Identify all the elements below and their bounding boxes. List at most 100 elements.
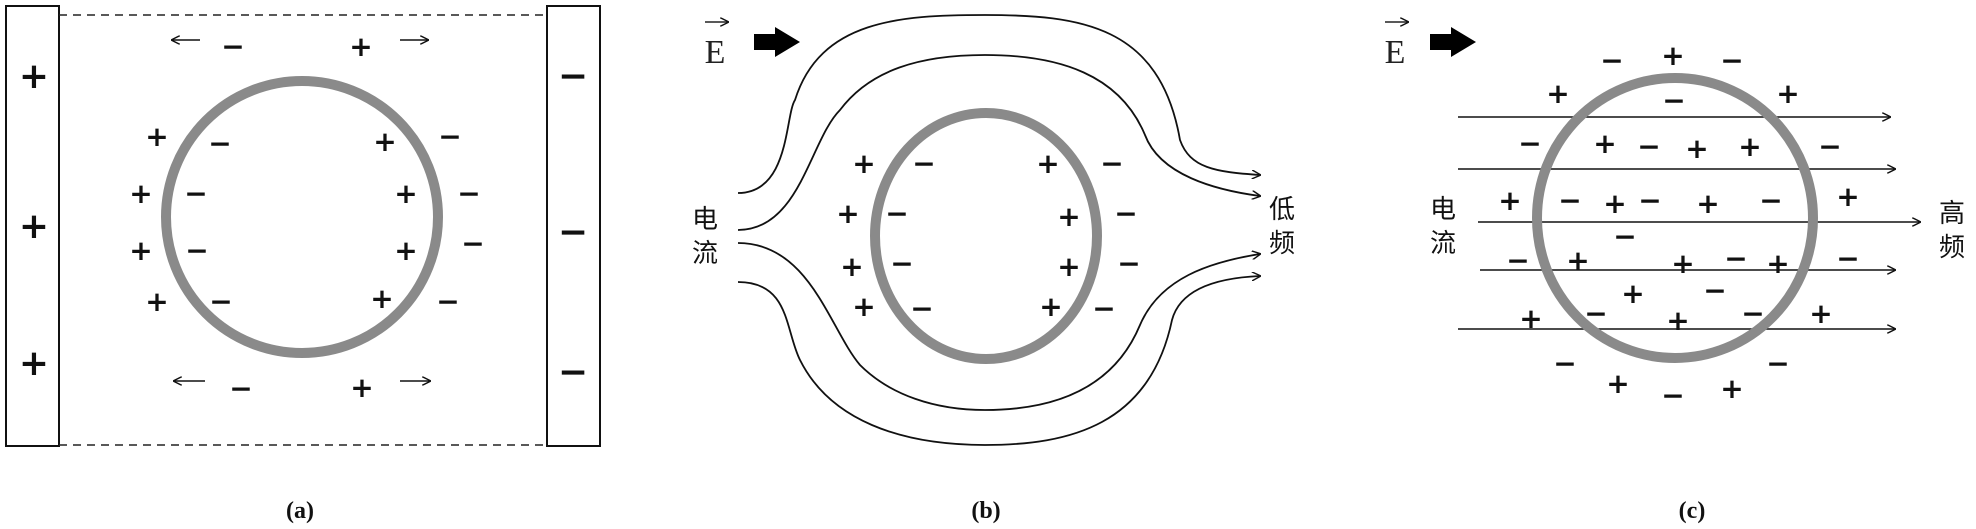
- cell-membrane: [870, 108, 1102, 364]
- positive-charge: +: [1661, 39, 1684, 72]
- panel-b: E +−+−+−+−+−+−+−+− 电 流 低 频 (b): [692, 14, 1295, 524]
- field-label: E: [705, 34, 726, 71]
- positive-charge: +: [1696, 187, 1719, 220]
- negative-charge: −: [1720, 44, 1743, 77]
- negative-charge: −: [1766, 347, 1789, 380]
- negative-charge: −: [1518, 127, 1541, 160]
- negative-charge: −: [436, 285, 459, 318]
- panel-a: + + + − − − −++−+−+−+−+−+−+−+−−+ (a): [5, 5, 601, 524]
- negative-charge: −: [910, 292, 933, 325]
- positive-charge: +: [1036, 147, 1059, 180]
- charge-group-b: +−+−+−+−+−+−+−+−: [836, 147, 1140, 325]
- negative-charge: −: [1613, 220, 1636, 253]
- negative-charge: −: [1114, 197, 1137, 230]
- panel-caption: (b): [971, 498, 1000, 524]
- positive-charge: +: [1621, 277, 1644, 310]
- positive-charge: +: [350, 371, 373, 404]
- negative-charge: −: [1741, 297, 1764, 330]
- frequency-label-char: 频: [1939, 233, 1965, 263]
- positive-charge: +: [1039, 290, 1062, 323]
- negative-charge: −: [1506, 244, 1529, 277]
- negative-charge: −: [1092, 292, 1115, 325]
- field-direction-arrow-icon: [754, 27, 800, 57]
- positive-charge: +: [1603, 187, 1626, 220]
- negative-charge: −: [229, 372, 252, 405]
- current-streamline: [737, 14, 1260, 194]
- negative-charge: −: [457, 177, 480, 210]
- charge-group-c: −+−+−+−+−++−+−+−+−+−−++−+−+−+−+−+−−+−+: [1498, 39, 1859, 412]
- plate-charge-sign: +: [19, 206, 49, 247]
- current-streamline: [737, 276, 1260, 446]
- positive-charge: +: [370, 282, 393, 315]
- positive-charge: +: [145, 285, 168, 318]
- cell-membrane: [161, 76, 443, 358]
- negative-charge: −: [1662, 84, 1685, 117]
- negative-charge: −: [1703, 274, 1726, 307]
- positive-charge: +: [1057, 250, 1080, 283]
- negative-charge: −: [221, 30, 244, 63]
- frequency-label-char: 高: [1939, 199, 1965, 229]
- panel-caption: (a): [286, 498, 314, 524]
- negative-charge: −: [890, 247, 913, 280]
- positive-charge: +: [1519, 302, 1542, 335]
- positive-charge: +: [129, 177, 152, 210]
- positive-charge: +: [1666, 304, 1689, 337]
- plate-charge-sign: +: [19, 56, 49, 97]
- negative-charge: −: [1818, 130, 1841, 163]
- negative-charge: −: [1836, 242, 1859, 275]
- positive-charge: +: [836, 197, 859, 230]
- positive-charge: +: [349, 30, 372, 63]
- negative-charge: −: [1117, 247, 1140, 280]
- positive-charge: +: [1566, 244, 1589, 277]
- positive-charge: +: [1671, 247, 1694, 280]
- negative-charge: −: [1584, 297, 1607, 330]
- current-streamline: [737, 54, 1260, 231]
- negative-charge: −: [184, 177, 207, 210]
- frequency-label-char: 低: [1269, 195, 1295, 225]
- negative-charge: −: [1558, 184, 1581, 217]
- negative-charge: −: [912, 147, 935, 180]
- negative-charge: −: [208, 127, 231, 160]
- positive-charge: +: [1606, 367, 1629, 400]
- positive-charge: +: [1057, 200, 1080, 233]
- negative-plate: [546, 5, 601, 447]
- negative-charge: −: [1661, 379, 1684, 412]
- frequency-label-char: 频: [1269, 229, 1295, 259]
- positive-charge: +: [394, 177, 417, 210]
- cell-membrane: [1532, 73, 1818, 363]
- positive-charge: +: [840, 250, 863, 283]
- negative-charge: −: [1100, 147, 1123, 180]
- positive-charge: +: [1546, 77, 1569, 110]
- panel-caption: (c): [1679, 498, 1706, 524]
- positive-charge: +: [145, 120, 168, 153]
- charge-group-a: −++−+−+−+−+−+−+−+−−+: [129, 30, 484, 405]
- negative-charge: −: [1553, 347, 1576, 380]
- positive-charge: +: [1498, 184, 1521, 217]
- current-label-char: 电: [1430, 195, 1456, 225]
- panel-c: E −+−+−+−+−++−+−+−+−+−−++−+−+−+−+−+−−+−+…: [1385, 22, 1965, 524]
- positive-charge: +: [129, 234, 152, 267]
- positive-charge: +: [852, 290, 875, 323]
- positive-charge: +: [394, 234, 417, 267]
- plate-charge-sign: −: [558, 352, 588, 393]
- negative-charge: −: [1724, 242, 1747, 275]
- positive-charge: +: [1685, 132, 1708, 165]
- current-streamline: [737, 242, 1260, 411]
- negative-charge: −: [885, 197, 908, 230]
- positive-charge: +: [1720, 372, 1743, 405]
- current-label-char: 流: [1430, 229, 1456, 259]
- negative-charge: −: [1600, 44, 1623, 77]
- positive-charge: +: [1836, 180, 1859, 213]
- negative-charge: −: [1759, 184, 1782, 217]
- plate-charge-sign: +: [19, 343, 49, 384]
- positive-charge: +: [1776, 77, 1799, 110]
- negative-charge: −: [461, 227, 484, 260]
- positive-charge: +: [1593, 127, 1616, 160]
- current-label-char: 流: [692, 239, 718, 269]
- positive-charge: +: [1766, 247, 1789, 280]
- current-label-char: 电: [692, 205, 718, 235]
- negative-charge: −: [209, 285, 232, 318]
- plate-charge-sign: −: [558, 56, 588, 97]
- positive-charge: +: [852, 147, 875, 180]
